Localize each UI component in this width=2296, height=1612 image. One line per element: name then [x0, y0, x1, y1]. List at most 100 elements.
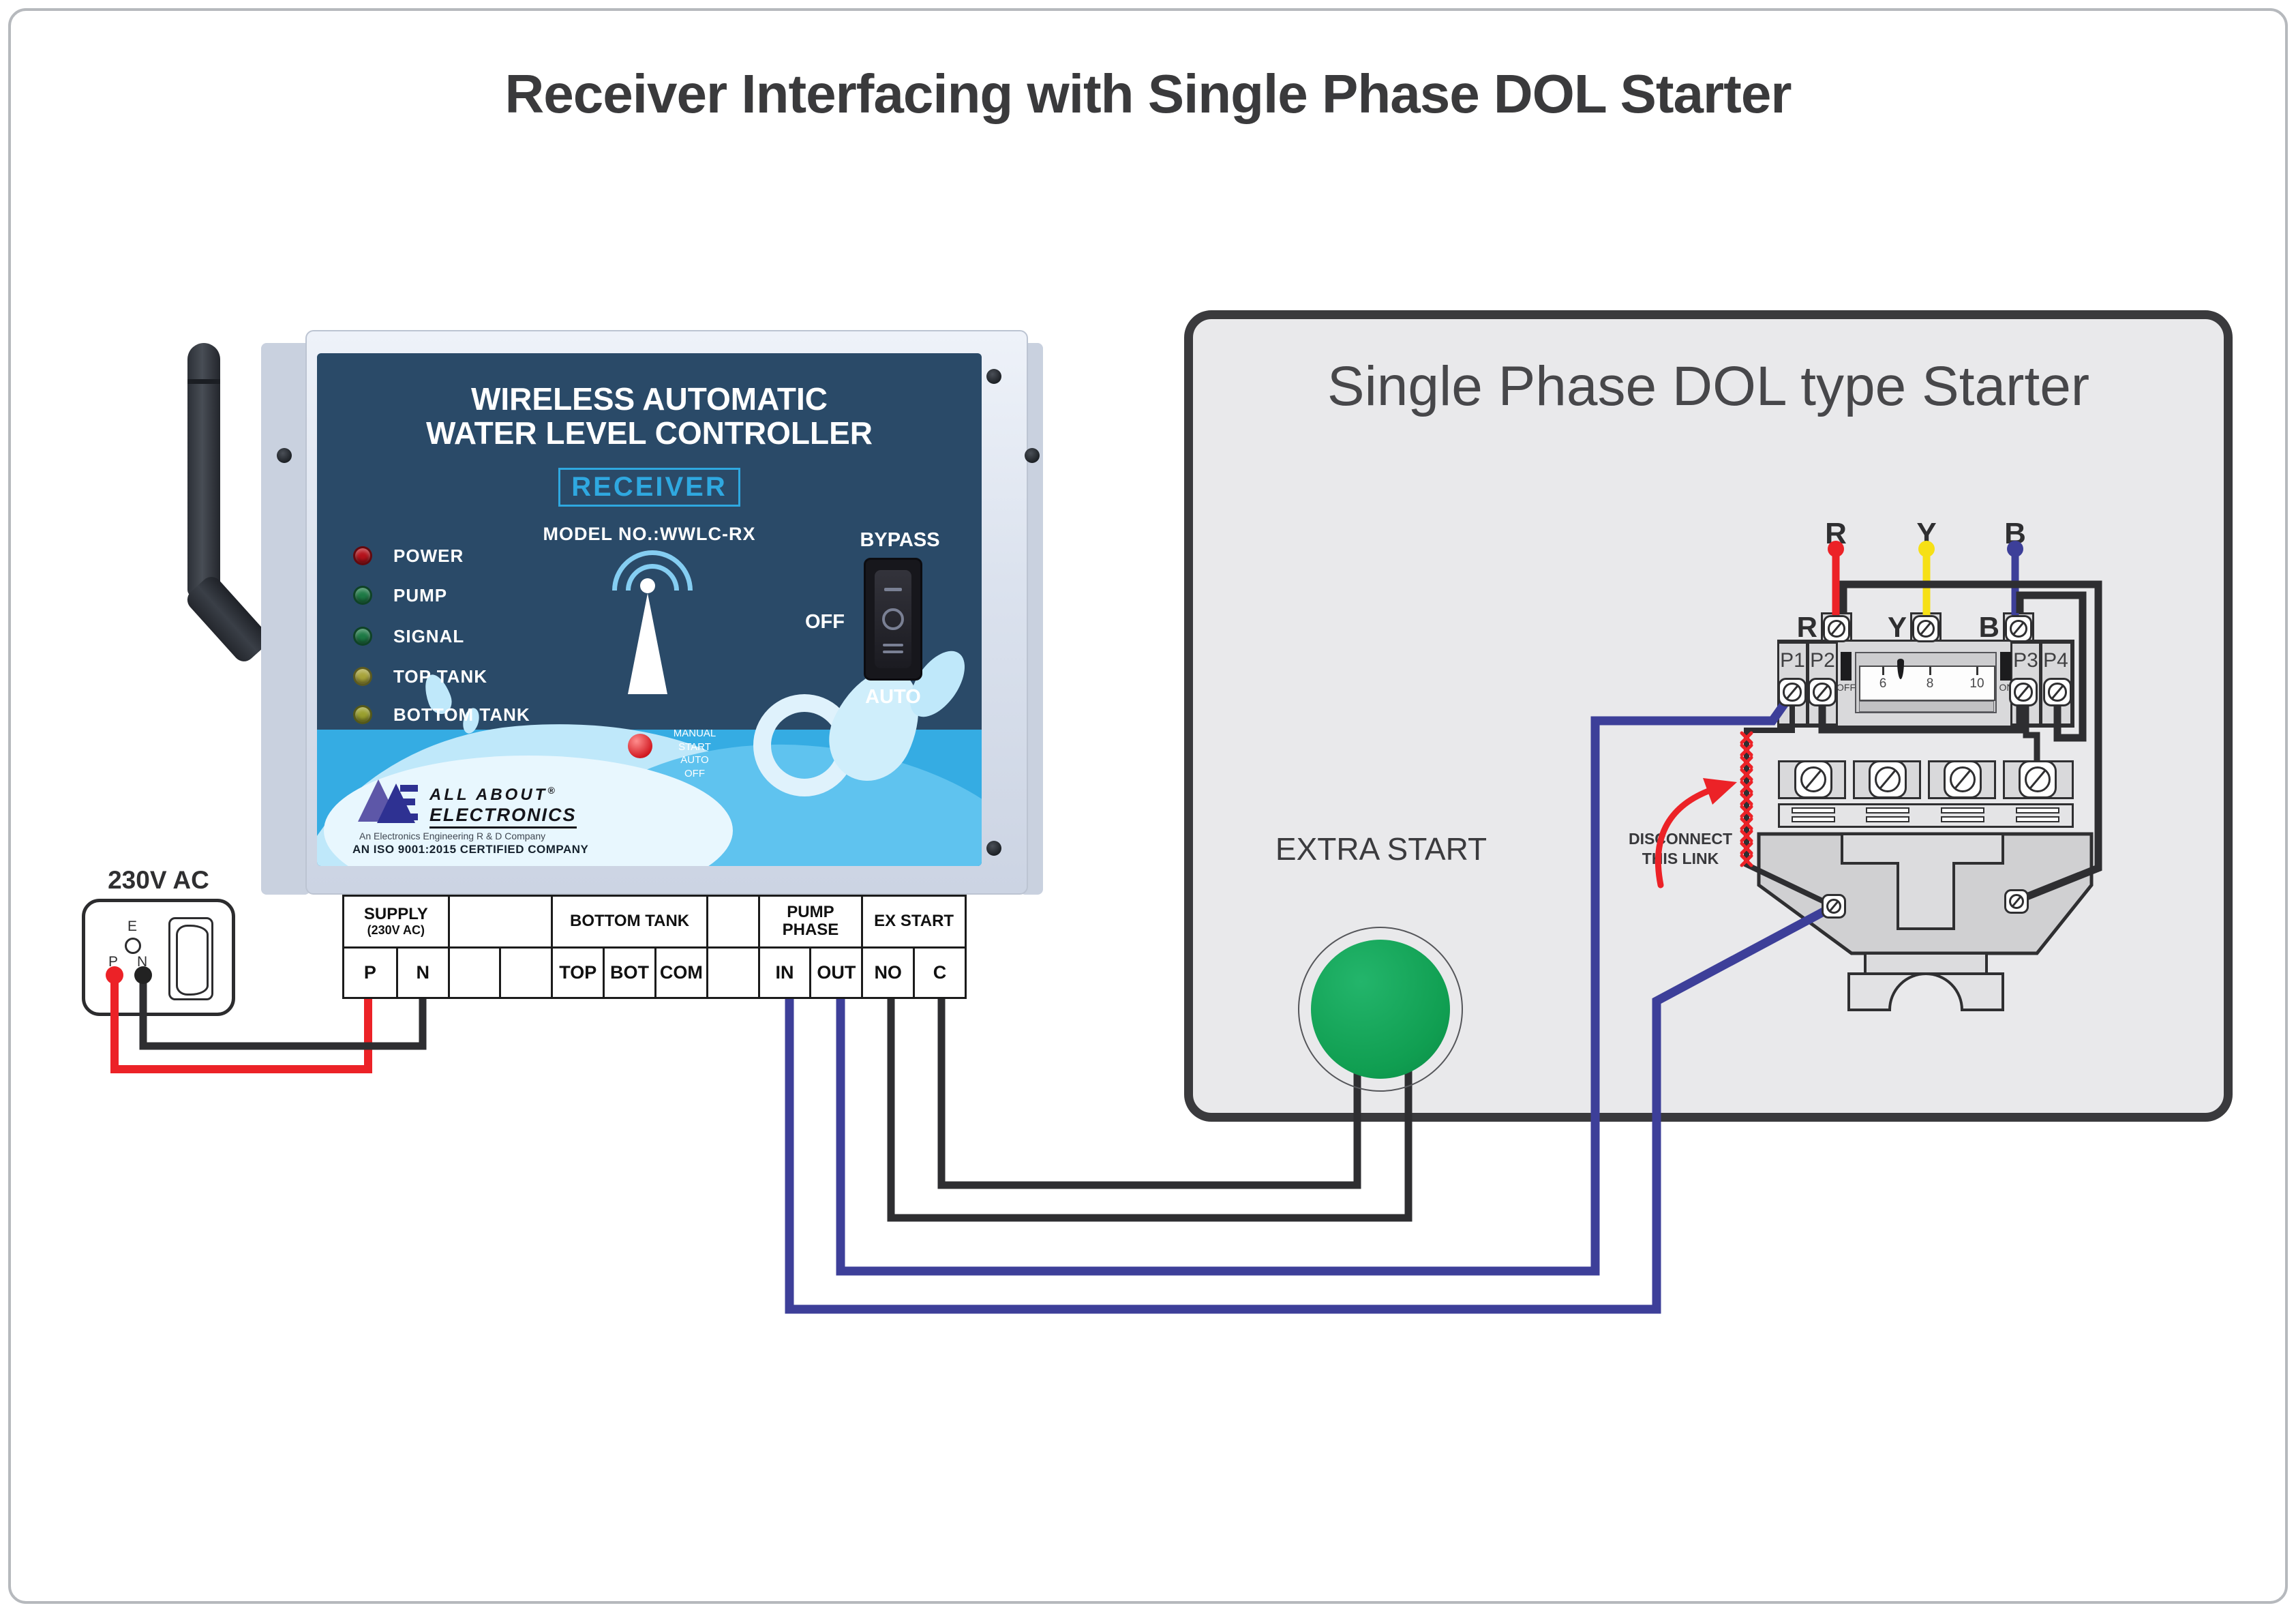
brand-tagline: An Electronics Engineering R & D Company — [359, 831, 546, 841]
group-blank — [706, 897, 758, 946]
group-ex-start: EX START — [861, 897, 965, 946]
screw-icon — [2005, 615, 2032, 642]
page-border — [8, 8, 2288, 1604]
receiver-badge-wrap: RECEIVER — [317, 468, 982, 507]
contact-slot — [1866, 816, 1909, 822]
manual-mode-button[interactable] — [628, 734, 652, 758]
supply-socket: E P N — [82, 899, 235, 1016]
brand-name-top: ALL ABOUT® — [429, 785, 558, 804]
terminal-blank — [447, 948, 500, 997]
dial-scale: 6 8 10 — [1859, 659, 1995, 701]
earth-pin-icon — [125, 938, 141, 954]
socket-phase-pin — [106, 966, 123, 984]
phase-r-label: R — [1825, 517, 1847, 550]
disconnect-line1: DISCONNECT — [1628, 830, 1733, 848]
rocker-face — [176, 925, 209, 996]
bottom-tank-led-label: BOTTOM TANK — [393, 704, 530, 725]
screw-icon-p3 — [2009, 678, 2038, 706]
contact-slot — [2016, 807, 2059, 814]
panel-title-line1: WIRELESS AUTOMATIC — [470, 381, 828, 417]
dial-tick — [1882, 667, 1884, 675]
registered-mark: ® — [547, 785, 558, 796]
switch-on-mark-icon — [884, 588, 902, 591]
screw-icon — [1944, 760, 1982, 798]
dial-tick — [1929, 667, 1931, 675]
overload-dial[interactable]: 6 8 10 — [1855, 652, 1997, 713]
terminal-n: N — [395, 948, 448, 997]
enclosure-screw-icon — [277, 448, 292, 463]
dial-lower-strip — [1859, 701, 1994, 712]
screw-icon-p1 — [1778, 678, 1807, 706]
logo-bar — [400, 814, 418, 820]
signal-led-label: SIGNAL — [393, 626, 465, 646]
phase-y-label: Y — [1916, 517, 1937, 550]
pump-led-icon — [353, 586, 372, 605]
screw-icon-p2 — [1808, 678, 1837, 706]
screw-icon-p4 — [2043, 678, 2072, 706]
brand-logo-icon — [358, 779, 423, 827]
screw-icon — [1869, 760, 1907, 798]
dial-number: 6 — [1879, 676, 1887, 691]
bypass-off-label: OFF — [805, 611, 845, 633]
screw-icon — [2004, 889, 2029, 914]
phase-b-label: B — [2004, 517, 2026, 550]
receiver-front-panel: WIRELESS AUTOMATIC WATER LEVEL CONTROLLE… — [317, 353, 982, 866]
screw-icon — [1912, 615, 1939, 642]
terminal-header-row: SUPPLY (230V AC) BOTTOM TANK PUMP PHASE … — [344, 897, 965, 949]
contact-slot — [1792, 807, 1835, 814]
earth-label: E — [127, 919, 138, 934]
screw-icon — [1822, 894, 1846, 919]
receiver-badge: RECEIVER — [558, 468, 740, 507]
antenna-icon — [187, 343, 220, 597]
enclosure-left-face — [261, 343, 310, 895]
terminal-row: P N TOP BOT COM IN OUT NO C — [344, 948, 965, 997]
pole-p4-label: P4 — [2043, 649, 2068, 672]
power-led-label: POWER — [393, 546, 464, 566]
terminal-in: IN — [757, 948, 810, 997]
terminal-p: P — [363, 961, 376, 983]
terminal-out: OUT — [809, 948, 861, 997]
logo-bar — [400, 798, 415, 805]
screw-icon — [2019, 760, 2057, 798]
pole-p3-label: P3 — [2013, 649, 2038, 672]
signal-arc-icon — [595, 533, 710, 648]
terminal-top: TOP — [551, 948, 603, 997]
manual-mode-text: MANUAL START AUTO OFF — [673, 728, 716, 779]
contact-slot — [2016, 816, 2059, 822]
pole-p1-label: P1 — [1780, 649, 1805, 672]
switch-auto-mark-icon — [883, 644, 903, 646]
screw-icon — [1823, 615, 1850, 642]
pump-led-label: PUMP — [393, 585, 448, 606]
disconnect-line2: THIS LINK — [1642, 850, 1719, 867]
extra-start-label: EXTRA START — [1275, 831, 1487, 867]
bypass-rocker-switch[interactable] — [864, 558, 922, 681]
screw-icon — [1794, 760, 1832, 798]
receiver-terminal-strip: SUPPLY (230V AC) BOTTOM TANK PUMP PHASE … — [342, 895, 967, 999]
brand-name-bottom: ELECTRONICS — [429, 805, 577, 829]
supply-voltage-label: 230V AC — [108, 866, 209, 894]
enclosure-screw-icon — [986, 841, 1001, 856]
enclosure-screw-icon — [1025, 448, 1040, 463]
dial-tick — [1976, 667, 1978, 675]
power-rocker-switch[interactable] — [168, 917, 213, 1000]
rocker-actuator — [875, 570, 911, 668]
page-title: Receiver Interfacing with Single Phase D… — [504, 63, 1792, 124]
terminal-c: C — [913, 948, 965, 997]
on-indicator-bar — [2000, 652, 2011, 681]
terminal-blank — [499, 948, 551, 997]
off-indicator-bar — [1841, 652, 1852, 681]
pole-p2-label: P2 — [1810, 649, 1835, 672]
contact-slot — [1792, 816, 1835, 822]
panel-title-line2: WATER LEVEL CONTROLLER — [425, 415, 873, 451]
switch-off-mark-icon — [882, 608, 904, 630]
logo-bar — [400, 785, 418, 792]
top-tank-led-icon — [353, 667, 372, 686]
terminal-blank — [706, 948, 758, 997]
socket-neutral-pin — [134, 966, 152, 984]
iso-certification: AN ISO 9001:2015 CERTIFIED COMPANY — [352, 843, 589, 856]
contact-slot — [1941, 816, 1984, 822]
extra-start-button[interactable] — [1311, 940, 1450, 1079]
group-blank — [447, 897, 552, 946]
power-led-icon — [353, 546, 372, 565]
group-pump-phase: PUMP PHASE — [757, 897, 862, 946]
